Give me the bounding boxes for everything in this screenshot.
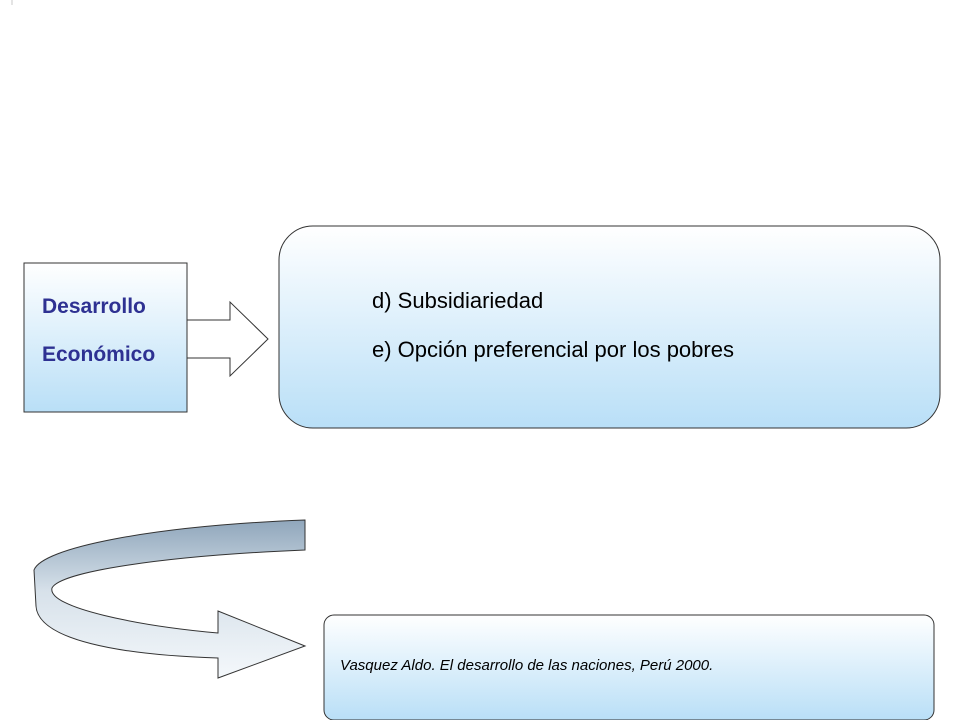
citation-box	[323, 614, 935, 720]
principles-box	[278, 225, 941, 429]
citation-text: Vasquez Aldo. El desarrollo de las nacio…	[340, 657, 714, 674]
concept-box	[23, 262, 188, 413]
curved-arrow-icon	[33, 519, 307, 679]
right-arrow-icon	[186, 300, 269, 378]
concept-title-line2: Económico	[42, 343, 156, 366]
concept-title-line1: Desarrollo	[42, 295, 146, 318]
principle-item-preferential-option: e) Opción preferencial por los pobres	[372, 337, 734, 362]
principle-item-subsidiarity: d) Subsidiariedad	[372, 288, 544, 313]
